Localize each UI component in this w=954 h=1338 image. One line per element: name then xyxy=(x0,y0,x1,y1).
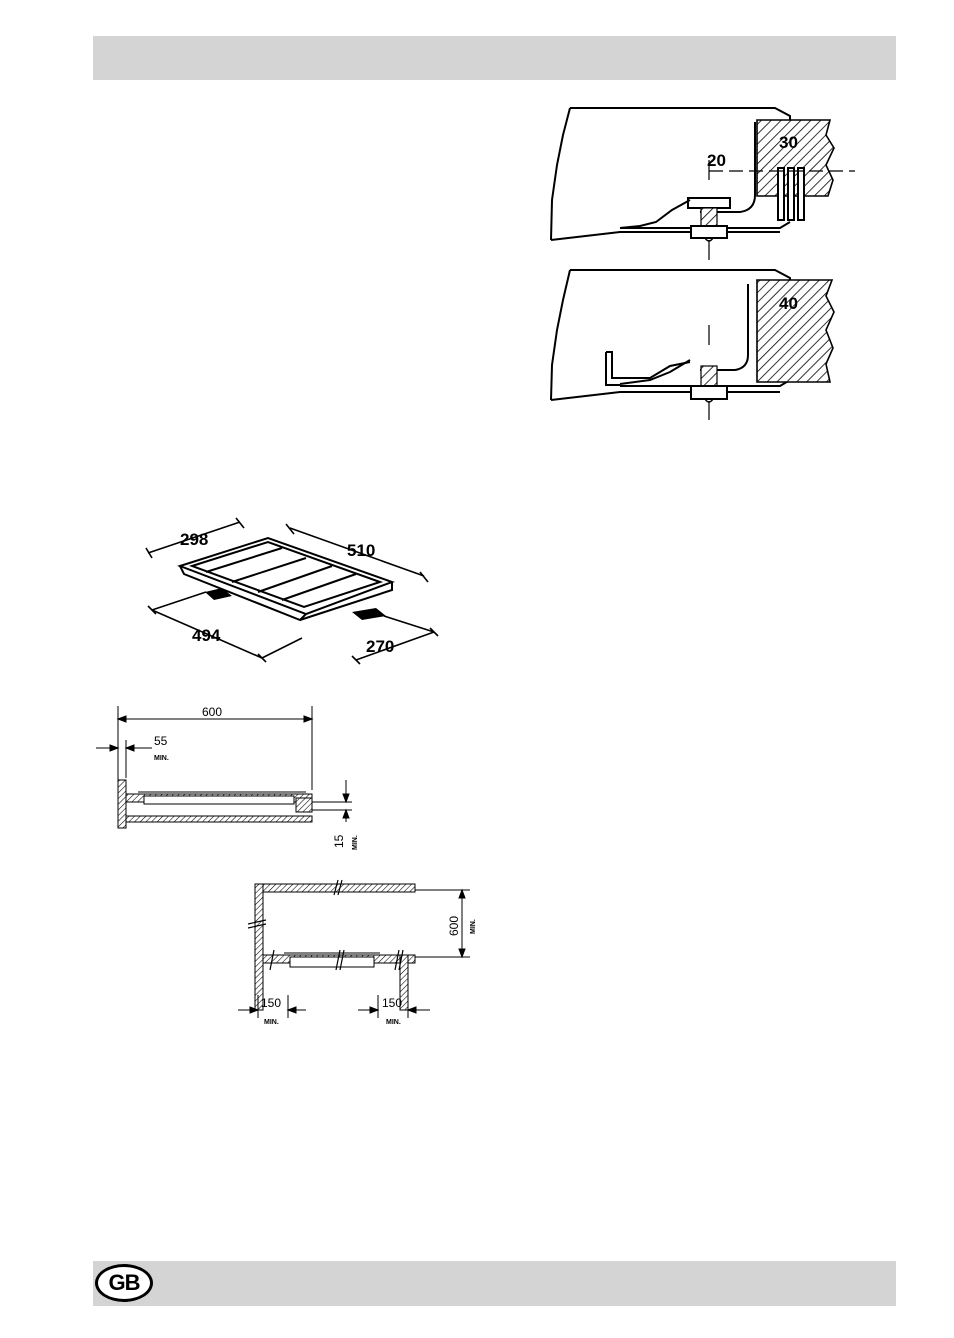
label-600-height: 600 xyxy=(447,916,461,936)
label-150-left: 150 xyxy=(261,996,281,1010)
label-150-left-min: MIN. xyxy=(264,1019,279,1026)
country-badge: GB xyxy=(95,1264,153,1302)
hood-wall-section xyxy=(255,884,415,1010)
label-600-height-min: MIN. xyxy=(470,919,477,934)
dimension-600-height xyxy=(415,890,470,957)
footer-band xyxy=(93,1261,896,1306)
label-150-right-min: MIN. xyxy=(386,1019,401,1026)
label-150-right: 150 xyxy=(382,996,402,1010)
